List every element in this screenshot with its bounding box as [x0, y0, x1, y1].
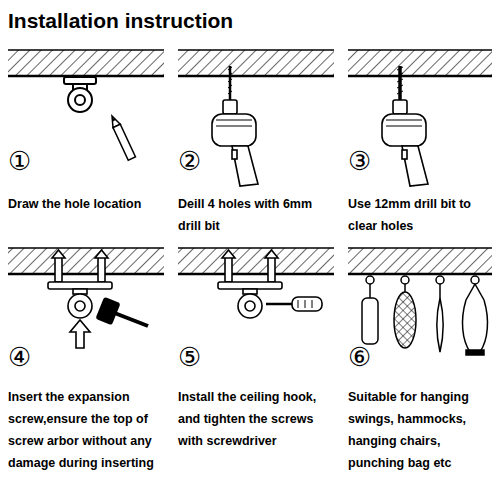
- step-number-cell: ③: [348, 146, 371, 176]
- step-caption: Install the ceiling hook, and tighten th…: [178, 386, 338, 452]
- step-number: ④: [8, 342, 31, 372]
- step-caption-cell: Deill 4 holes with 6mm drill bit: [178, 193, 328, 237]
- ceiling: [8, 248, 492, 274]
- drill: [382, 66, 428, 186]
- step-caption-cell: Install the ceiling hook, and tighten th…: [178, 386, 338, 452]
- step-caption-cell: Use 12mm drill bit to clear holes: [348, 193, 493, 237]
- drill: [212, 66, 258, 186]
- page-title: Installation instruction: [8, 8, 233, 34]
- hammer: [96, 298, 148, 326]
- ceiling-hook: [64, 77, 96, 112]
- step-number: ①: [8, 146, 31, 176]
- step-caption: Deill 4 holes with 6mm drill bit: [178, 193, 328, 237]
- step-caption: Use 12mm drill bit to clear holes: [348, 193, 493, 237]
- arrow: [70, 320, 90, 348]
- step-number-cell: ⑥: [348, 342, 371, 372]
- step-number: ⑤: [178, 342, 201, 372]
- step-number-cell: ⑤: [178, 342, 201, 372]
- step-number: ③: [348, 146, 371, 176]
- step-number: ②: [178, 146, 201, 176]
- screwdriver: [266, 297, 322, 311]
- ceiling: [8, 50, 492, 76]
- step-caption: Draw the hole location: [8, 193, 163, 215]
- step-caption: Suitable for hanging swings, hammocks, h…: [348, 386, 488, 474]
- hanging-items: [362, 276, 487, 355]
- step-number: ⑥: [348, 342, 371, 372]
- page-title-cell: Installation instruction: [8, 8, 233, 34]
- step-number-cell: ②: [178, 146, 201, 176]
- ceiling-hook: [218, 250, 282, 318]
- step-number-cell: ①: [8, 146, 31, 176]
- pencil: [108, 114, 135, 160]
- step-number-cell: ④: [8, 342, 31, 372]
- step-caption-cell: Suitable for hanging swings, hammocks, h…: [348, 386, 488, 474]
- step-caption-cell: Insert the expansion screw,ensure the to…: [8, 386, 166, 474]
- step-caption-cell: Draw the hole location: [8, 193, 163, 215]
- step-caption: Insert the expansion screw,ensure the to…: [8, 386, 166, 474]
